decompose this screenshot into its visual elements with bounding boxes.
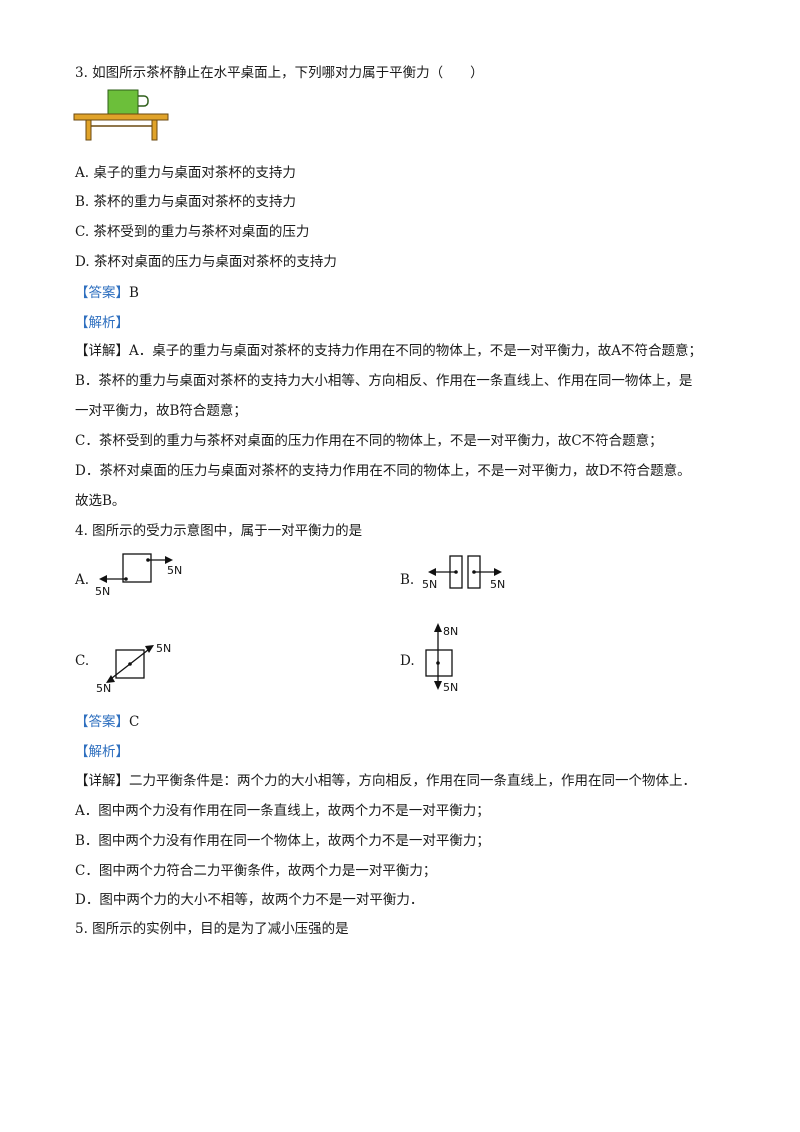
q4-option-a-figure: 5N 5N <box>85 550 205 600</box>
q4-option-b-figure: 5N 5N <box>414 552 514 596</box>
q3-answer: 【答案】B <box>75 284 139 302</box>
q4-option-c-figure: 5N 5N <box>90 640 200 696</box>
q4-d-force-down-label: 5N <box>443 681 458 694</box>
q4-detail-5: D．图中两个力的大小不相等，故两个力不是一对平衡力． <box>75 892 424 908</box>
q3-detail-1: 【详解】A．桌子的重力与桌面对茶杯的支持力作用在不同的物体上，不是一对平衡力，故… <box>75 343 702 359</box>
cup-on-table-figure <box>72 86 172 144</box>
q4-c-force-down-label: 5N <box>96 682 111 695</box>
answer-tag: 【答案】 <box>75 714 129 730</box>
q4-b-force-left-label: 5N <box>422 578 437 591</box>
q5-stem: 5. 图所示的实例中，目的是为了减小压强的是 <box>75 921 349 937</box>
q3-detail-5: D．茶杯对桌面的压力与桌面对茶杯的支持力作用在不同的物体上，不是一对平衡力，故D… <box>75 463 691 479</box>
q4-a-force-right-label: 5N <box>167 564 182 577</box>
q4-detail-3: B．图中两个力没有作用在同一个物体上，故两个力不是一对平衡力； <box>75 833 490 849</box>
q4-c-force-up-label: 5N <box>156 642 171 655</box>
q4-stem: 4. 图所示的受力示意图中，属于一对平衡力的是 <box>75 523 363 539</box>
q4-answer: 【答案】C <box>75 713 139 731</box>
q4-analysis-tag: 【解析】 <box>75 744 129 760</box>
q3-stem: 3. 如图所示茶杯静止在水平桌面上，下列哪对力属于平衡力（ ） <box>75 65 484 81</box>
q4-a-force-left-label: 5N <box>95 585 110 598</box>
q3-option-d: D. 茶杯对桌面的压力与桌面对茶杯的支持力 <box>75 254 337 270</box>
q3-analysis-tag: 【解析】 <box>75 315 129 331</box>
q4-option-b-label: B. <box>400 572 415 588</box>
q3-option-a: A. 桌子的重力与桌面对茶杯的支持力 <box>75 165 296 181</box>
answer-tag: 【答案】 <box>75 285 129 301</box>
q4-b-force-right-label: 5N <box>490 578 505 591</box>
q4-detail-2: A．图中两个力没有作用在同一条直线上，故两个力不是一对平衡力； <box>75 803 490 819</box>
q4-option-d-figure: 8N 5N <box>418 620 478 694</box>
q4-option-a-label: A. <box>75 572 90 588</box>
detail-tag: 【详解】 <box>75 343 129 359</box>
q4-d-force-up-label: 8N <box>443 625 458 638</box>
q4-option-d-label: D. <box>400 653 415 669</box>
q3-option-b: B. 茶杯的重力与桌面对茶杯的支持力 <box>75 194 297 210</box>
q3-detail-6: 故选B。 <box>75 493 126 509</box>
q4-option-c-label: C. <box>75 653 90 669</box>
q3-option-c: C. 茶杯受到的重力与茶杯对桌面的压力 <box>75 224 310 240</box>
q4-detail-1: 【详解】二力平衡条件是：两个力的大小相等，方向相反，作用在同一条直线上，作用在同… <box>75 773 696 789</box>
answer-value: B <box>129 285 139 301</box>
q3-detail-3: 一对平衡力，故B符合题意； <box>75 403 247 419</box>
q3-detail-4: C．茶杯受到的重力与茶杯对桌面的压力作用在不同的物体上，不是一对平衡力，故C不符… <box>75 433 663 449</box>
detail-tag: 【详解】 <box>75 773 129 789</box>
q3-detail-2: B．茶杯的重力与桌面对茶杯的支持力大小相等、方向相反、作用在一条直线上、作用在同… <box>75 373 693 389</box>
q4-detail-4: C．图中两个力符合二力平衡条件，故两个力是一对平衡力； <box>75 863 437 879</box>
answer-value: C <box>129 714 140 730</box>
